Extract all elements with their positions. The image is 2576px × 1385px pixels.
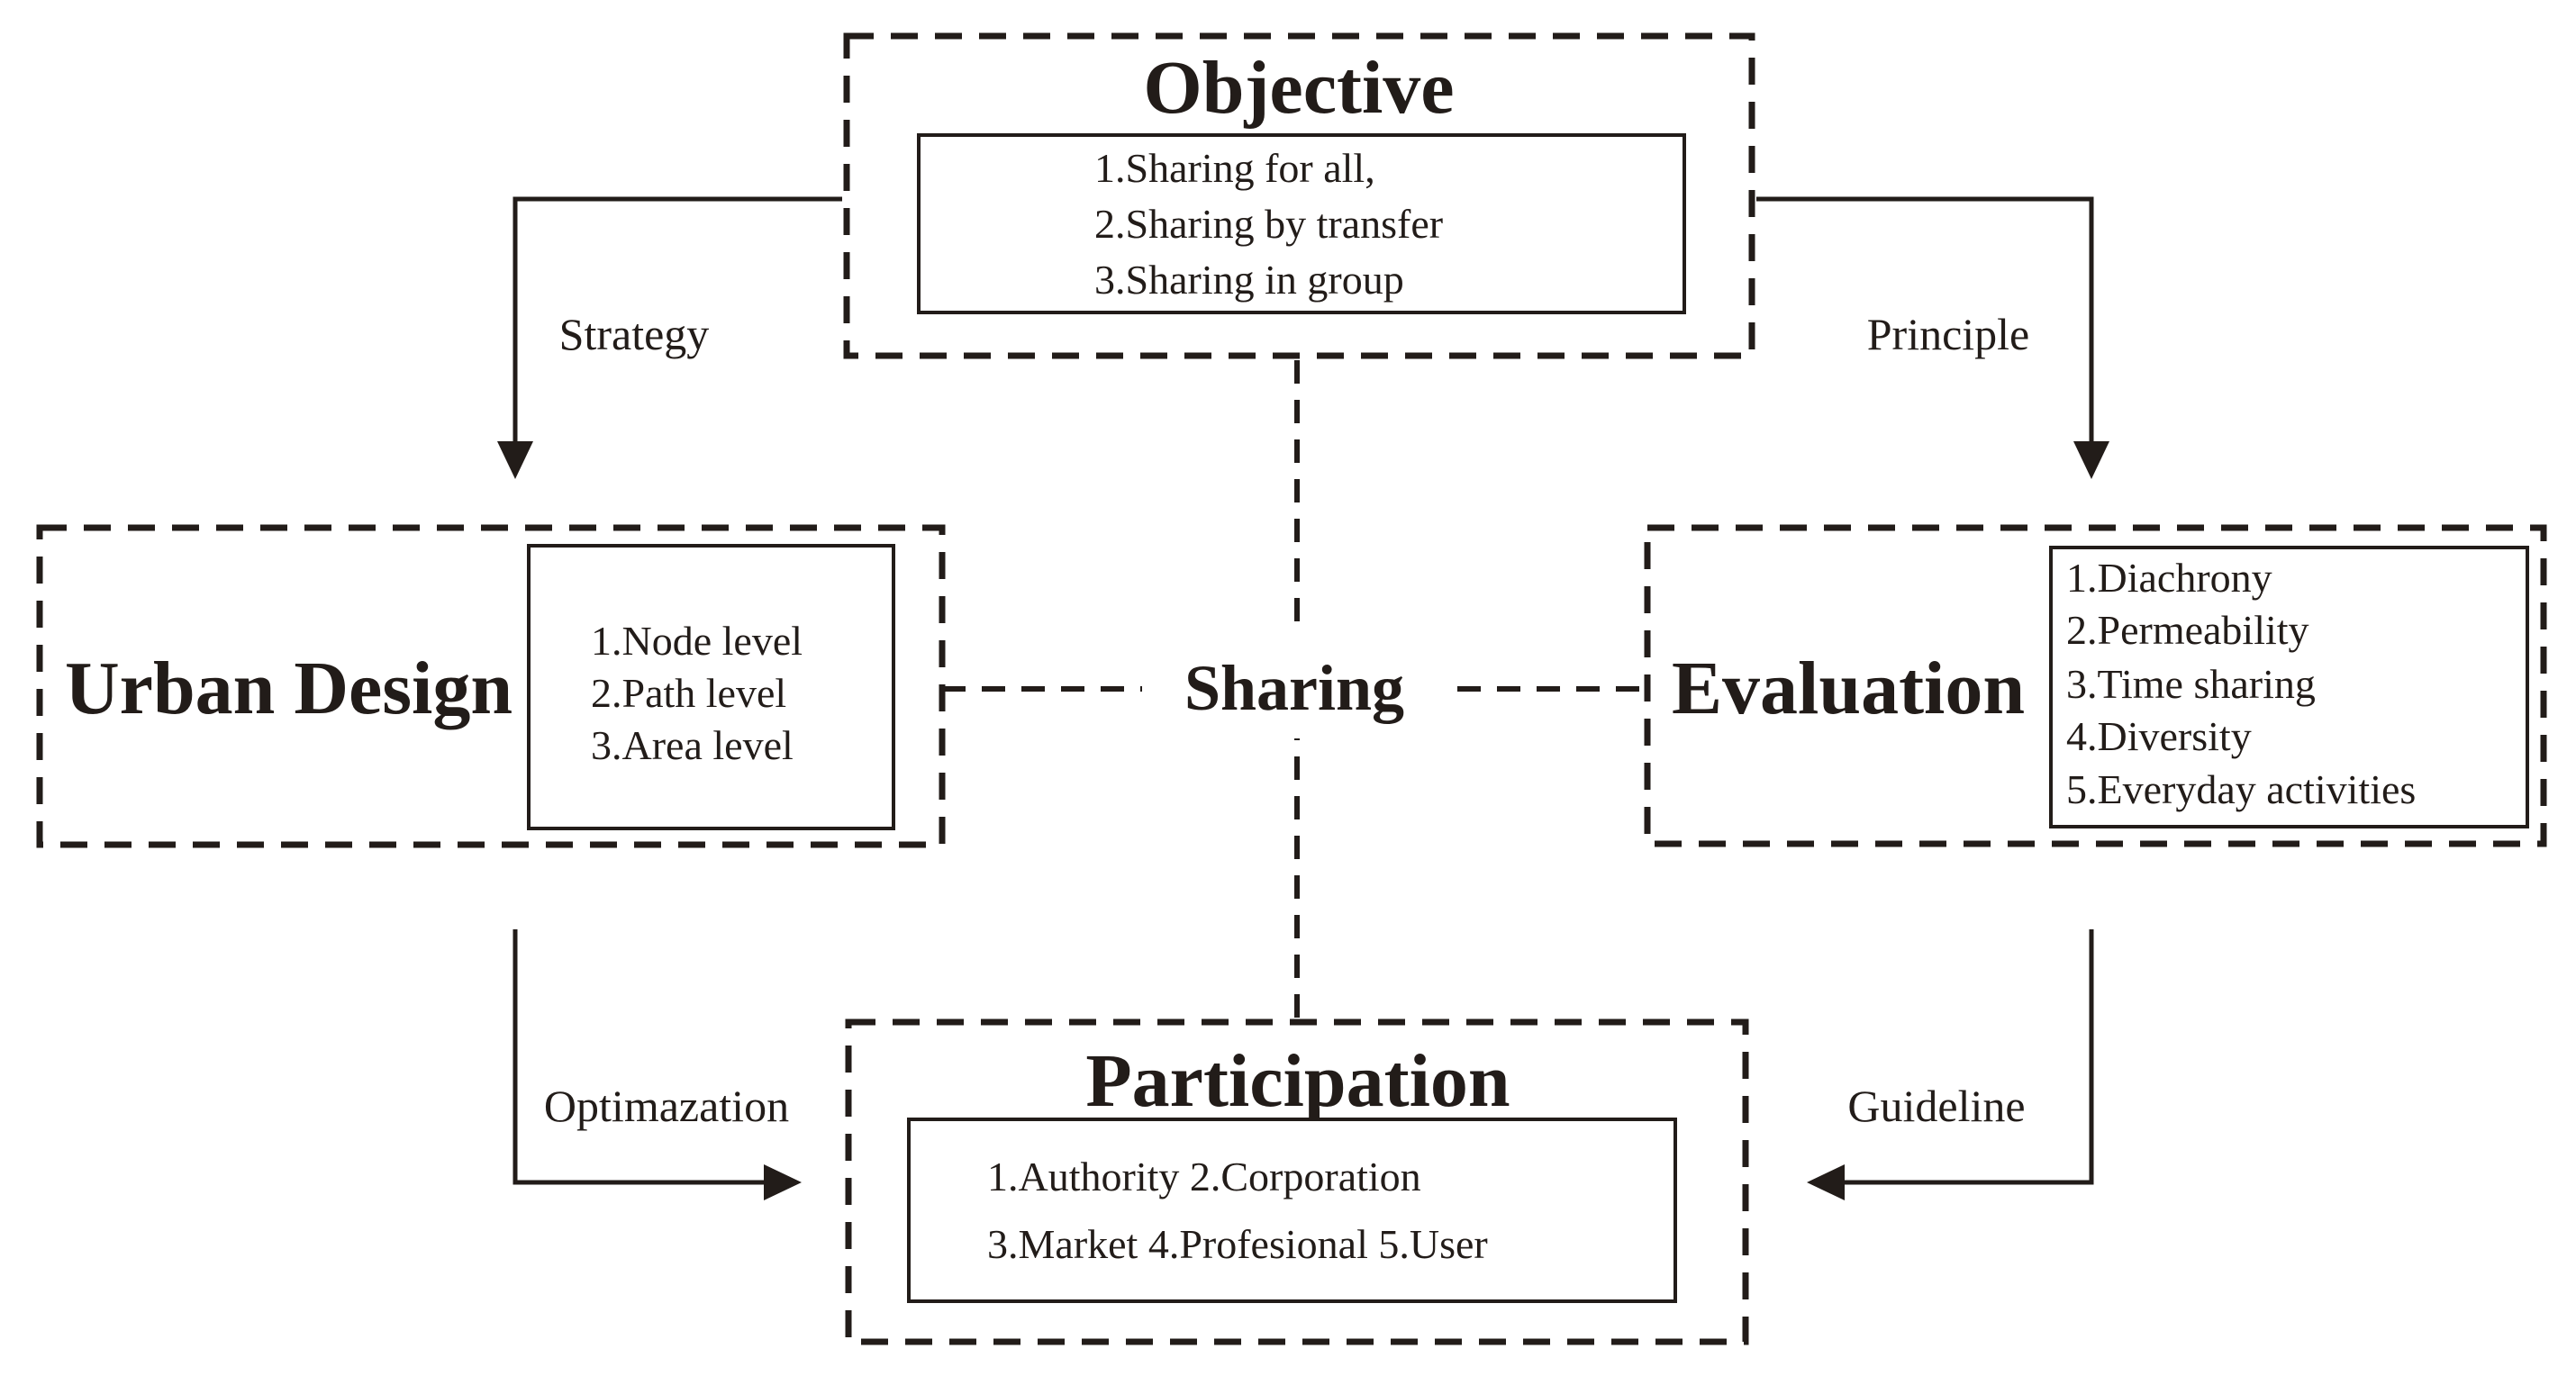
sharing-center: Sharing <box>1142 630 1448 738</box>
urban-design-box: Urban Design 1.Node level 2.Path level 3… <box>36 524 946 848</box>
objective-item: 3.Sharing in group <box>1094 257 1404 303</box>
optimazation-label: Optimazation <box>544 1081 789 1131</box>
evaluation-inner-box <box>2049 546 2529 828</box>
objective-box: Objective 1.Sharing for all, 2.Sharing b… <box>843 32 1755 359</box>
strategy-label: Strategy <box>559 309 710 359</box>
objective-inner-box <box>917 133 1686 314</box>
strategy-arrow: Strategy <box>497 196 842 479</box>
participation-item: 3.Market 4.Profesional 5.User <box>987 1221 1488 1267</box>
objective-title: Objective <box>1143 46 1454 130</box>
principle-arrow-line <box>1756 196 2094 443</box>
evaluation-item: 4.Diversity <box>2066 713 2252 759</box>
objective-dashed-border <box>843 32 1755 359</box>
principle-arrow: Principle <box>1756 196 2109 479</box>
evaluation-title: Evaluation <box>1672 647 2025 730</box>
participation-inner-box <box>907 1118 1677 1303</box>
evaluation-item: 5.Everyday activities <box>2066 766 2416 812</box>
evaluation-box: Evaluation 1.Diachrony 2.Permeability 3.… <box>1644 524 2547 847</box>
urban-design-item: 3.Area level <box>591 722 794 768</box>
evaluation-item: 3.Time sharing <box>2066 661 2316 707</box>
urban-design-title: Urban Design <box>65 647 512 730</box>
objective-item: 2.Sharing by transfer <box>1094 201 1443 247</box>
strategy-arrow-line <box>512 196 842 443</box>
urban-design-dashed-border <box>36 524 946 848</box>
participation-dashed-border <box>845 1018 1749 1345</box>
guideline-arrowhead-icon <box>1807 1164 1845 1200</box>
urban-design-item: 2.Path level <box>591 670 786 716</box>
sharing-label: Sharing <box>1184 652 1404 724</box>
urban-design-item: 1.Node level <box>591 618 803 664</box>
principle-label: Principle <box>1867 309 2030 359</box>
guideline-arrow-line <box>1843 929 2094 1185</box>
participation-title: Participation <box>1085 1039 1510 1123</box>
guideline-arrow: Guideline <box>1807 929 2094 1200</box>
optimazation-arrow-line <box>512 929 766 1185</box>
objective-item: 1.Sharing for all, <box>1094 145 1375 191</box>
guideline-label: Guideline <box>1847 1081 2025 1131</box>
principle-arrowhead-icon <box>2073 441 2109 479</box>
optimazation-arrow: Optimazation <box>512 929 802 1200</box>
optimazation-arrowhead-icon <box>764 1164 802 1200</box>
participation-item: 1.Authority 2.Corporation <box>987 1154 1421 1199</box>
sharing-label-background <box>1142 630 1448 738</box>
urban-design-inner-box <box>527 544 895 830</box>
strategy-arrowhead-icon <box>497 441 533 479</box>
evaluation-dashed-border <box>1644 524 2547 847</box>
evaluation-item: 1.Diachrony <box>2066 555 2272 601</box>
participation-box: Participation 1.Authority 2.Corporation … <box>845 1018 1749 1345</box>
evaluation-item: 2.Permeability <box>2066 607 2309 653</box>
